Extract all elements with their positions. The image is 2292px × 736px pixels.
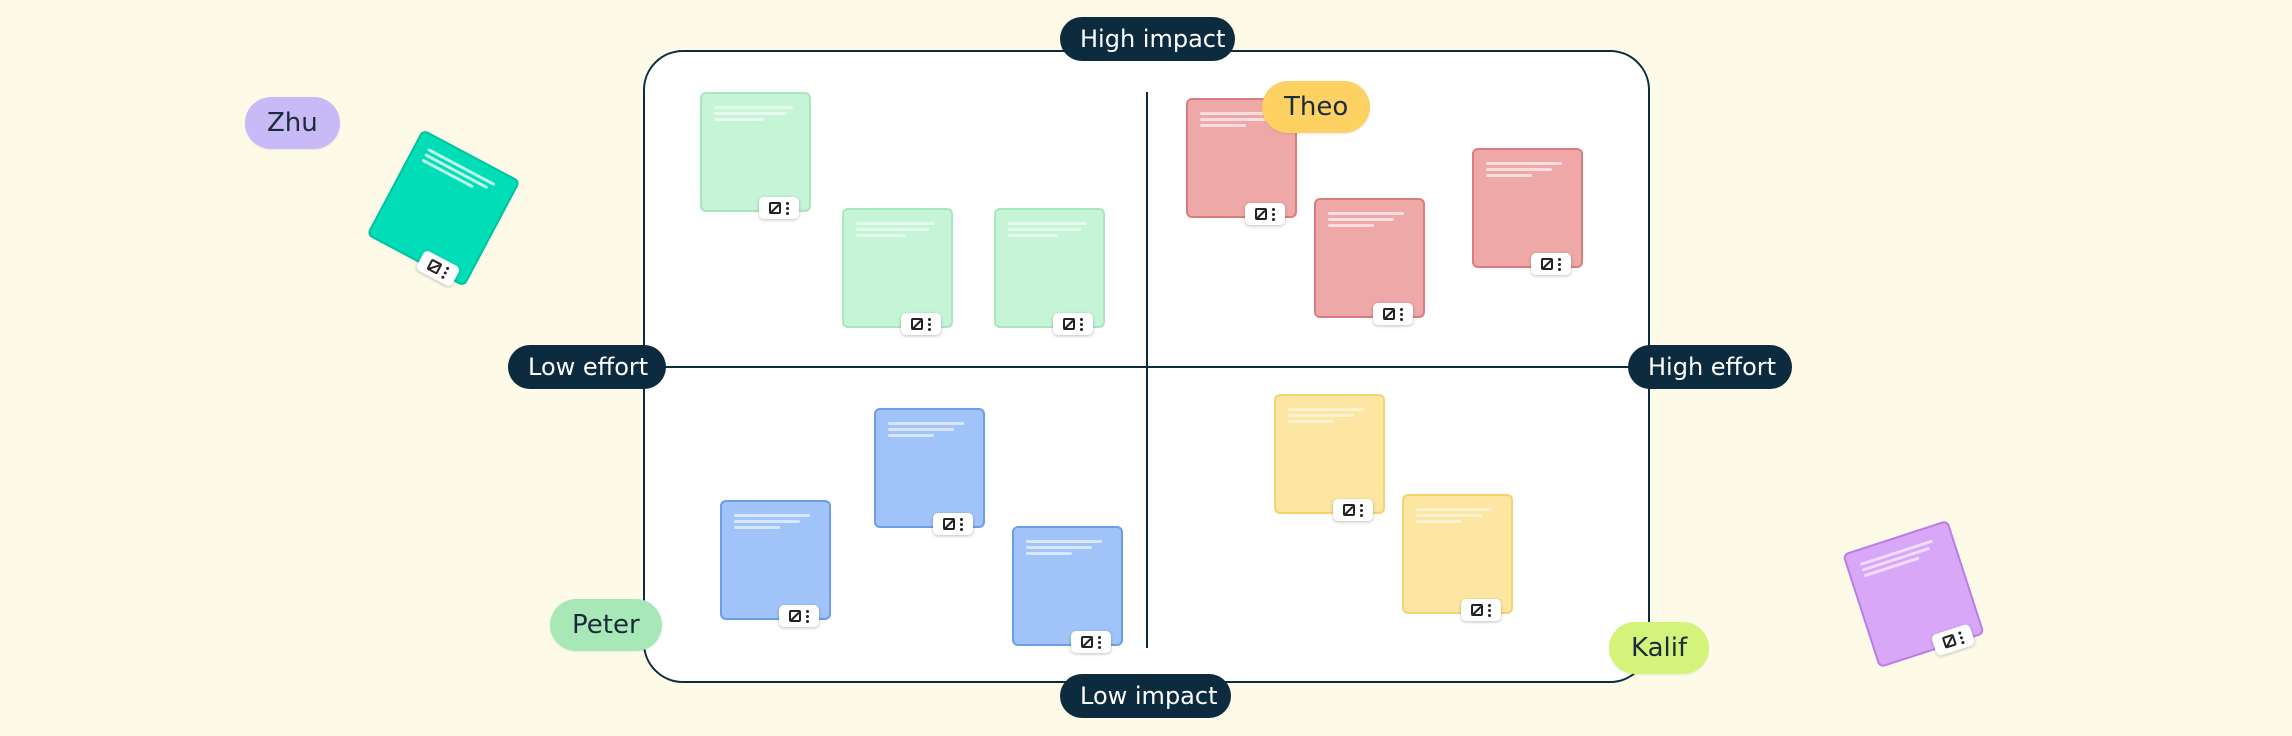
edit-icon[interactable] — [1541, 258, 1553, 270]
vertical-axis — [1146, 92, 1148, 648]
edit-icon[interactable] — [1255, 208, 1267, 220]
sticky-toolbar[interactable] — [1373, 303, 1413, 325]
sticky-toolbar[interactable] — [933, 513, 973, 535]
sticky-toolbar[interactable] — [1531, 253, 1571, 275]
more-vertical-icon[interactable] — [1488, 603, 1491, 617]
collaborator-kalif: Kalif — [1609, 622, 1710, 674]
sticky-toolbar[interactable] — [1930, 623, 1976, 657]
sticky-toolbar[interactable] — [1333, 499, 1373, 521]
more-vertical-icon[interactable] — [1400, 307, 1403, 321]
edit-icon[interactable] — [769, 202, 781, 214]
sticky-note-green[interactable] — [994, 208, 1105, 335]
more-vertical-icon[interactable] — [1098, 635, 1101, 649]
more-vertical-icon[interactable] — [1360, 503, 1363, 517]
sticky-toolbar[interactable] — [901, 313, 941, 335]
edit-icon[interactable] — [426, 258, 443, 275]
sticky-toolbar[interactable] — [779, 605, 819, 627]
axis-label-right: High effort — [1628, 345, 1792, 389]
collaborator-theo: Theo — [1262, 81, 1371, 133]
more-vertical-icon[interactable] — [806, 609, 809, 623]
edit-icon[interactable] — [911, 318, 923, 330]
more-vertical-icon[interactable] — [960, 517, 963, 531]
axis-label-top: High impact — [1060, 17, 1235, 61]
more-vertical-icon[interactable] — [786, 201, 789, 215]
more-vertical-icon[interactable] — [1272, 207, 1275, 221]
sticky-note-green[interactable] — [700, 92, 811, 219]
sticky-note-green[interactable] — [842, 208, 953, 335]
sticky-note-blue[interactable] — [874, 408, 985, 535]
edit-icon[interactable] — [1941, 633, 1957, 649]
more-vertical-icon[interactable] — [1080, 317, 1083, 331]
horizontal-axis — [660, 366, 1635, 368]
sticky-toolbar[interactable] — [415, 249, 461, 288]
sticky-toolbar[interactable] — [1053, 313, 1093, 335]
sticky-note-red[interactable] — [1314, 198, 1425, 325]
edit-icon[interactable] — [1343, 504, 1355, 516]
more-vertical-icon[interactable] — [1558, 257, 1561, 271]
collaborator-zhu: Zhu — [245, 97, 340, 149]
edit-icon[interactable] — [1383, 308, 1395, 320]
sticky-toolbar[interactable] — [1071, 631, 1111, 653]
sticky-toolbar[interactable] — [1245, 203, 1285, 225]
edit-icon[interactable] — [943, 518, 955, 530]
edit-icon[interactable] — [1063, 318, 1075, 330]
sticky-note-yellow[interactable] — [1274, 394, 1385, 521]
sticky-note-blue[interactable] — [720, 500, 831, 627]
sticky-note-blue[interactable] — [1012, 526, 1123, 653]
collaborator-peter: Peter — [550, 599, 662, 651]
edit-icon[interactable] — [1471, 604, 1483, 616]
sticky-toolbar[interactable] — [759, 197, 799, 219]
sticky-note-red[interactable] — [1472, 148, 1583, 275]
more-vertical-icon[interactable] — [1957, 630, 1965, 645]
sticky-note-yellow[interactable] — [1402, 494, 1513, 621]
more-vertical-icon[interactable] — [928, 317, 931, 331]
sticky-note-mint[interactable] — [366, 128, 521, 288]
edit-icon[interactable] — [1081, 636, 1093, 648]
sticky-toolbar[interactable] — [1461, 599, 1501, 621]
sticky-note-purple[interactable] — [1842, 519, 1985, 669]
axis-label-left: Low effort — [508, 345, 666, 389]
axis-label-bottom: Low impact — [1060, 674, 1231, 718]
edit-icon[interactable] — [789, 610, 801, 622]
more-vertical-icon[interactable] — [441, 266, 450, 279]
